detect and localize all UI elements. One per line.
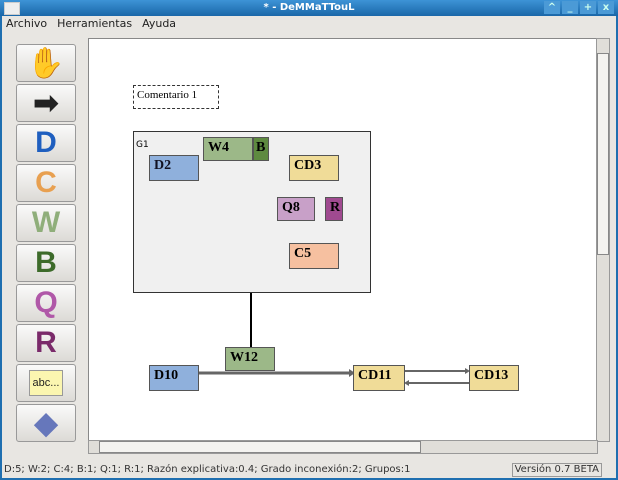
title-bar: * - DeMMaTTouL ^ _ + x — [0, 0, 618, 16]
comment-tool-button[interactable]: abc... — [16, 364, 76, 402]
node-b[interactable]: B — [253, 137, 269, 161]
node-r[interactable]: R — [325, 197, 343, 221]
vertical-scrollbar[interactable] — [596, 38, 610, 442]
shade-button[interactable]: ^ — [544, 1, 560, 14]
maximize-button[interactable]: + — [580, 1, 596, 14]
window-title: * - DeMMaTTouL — [263, 2, 355, 13]
node-cd13[interactable]: CD13 — [469, 365, 519, 391]
d-tool-icon: D — [35, 126, 57, 159]
d-tool-button[interactable]: D — [16, 124, 76, 162]
w-tool-icon: W — [31, 206, 61, 239]
arrow-tool-button[interactable]: ➡ — [16, 84, 76, 122]
status-summary: D:5; W:2; C:4; B:1; Q:1; R:1; Razón expl… — [4, 464, 411, 475]
menu-ayuda[interactable]: Ayuda — [142, 17, 177, 30]
menu-bar: Archivo Herramientas Ayuda — [2, 16, 176, 32]
node-w4[interactable]: W4 — [203, 137, 253, 161]
version-label: Versión 0.7 BETA — [511, 463, 602, 477]
eraser-tool-icon: ◆ — [34, 406, 58, 440]
comment-tool-icon: abc... — [28, 370, 64, 396]
hand-tool-button[interactable]: ✋ — [16, 44, 76, 82]
arrow-tool-icon: ➡ — [33, 86, 59, 120]
comment-box[interactable]: Comentario 1 — [133, 85, 219, 109]
node-cd11[interactable]: CD11 — [353, 365, 405, 391]
r-tool-button[interactable]: R — [16, 324, 76, 362]
node-q8[interactable]: Q8 — [277, 197, 315, 221]
b-tool-icon: B — [35, 246, 57, 279]
diagram-canvas[interactable]: Comentario 1 G1 W4 B D2 CD3 Q8 R C5 W12 … — [88, 38, 598, 442]
w-tool-button[interactable]: W — [16, 204, 76, 242]
node-cd3[interactable]: CD3 — [289, 155, 339, 181]
hand-tool-icon: ✋ — [27, 46, 65, 80]
menu-archivo[interactable]: Archivo — [6, 17, 48, 30]
b-tool-button[interactable]: B — [16, 244, 76, 282]
r-tool-icon: R — [35, 326, 57, 359]
q-tool-button[interactable]: Q — [16, 284, 76, 322]
node-c5[interactable]: C5 — [289, 243, 339, 269]
node-d2[interactable]: D2 — [149, 155, 199, 181]
node-w12[interactable]: W12 — [225, 347, 275, 371]
q-tool-icon: Q — [34, 286, 58, 319]
minimize-button[interactable]: _ — [562, 1, 578, 14]
horizontal-scrollbar[interactable] — [88, 440, 598, 454]
close-button[interactable]: x — [598, 1, 614, 14]
c-tool-icon: C — [35, 166, 57, 199]
node-d10[interactable]: D10 — [149, 365, 199, 391]
eraser-tool-button[interactable]: ◆ — [16, 404, 76, 442]
menu-herramientas[interactable]: Herramientas — [57, 17, 133, 30]
c-tool-button[interactable]: C — [16, 164, 76, 202]
group-label: G1 — [136, 140, 149, 150]
status-bar: D:5; W:2; C:4; B:1; Q:1; R:1; Razón expl… — [2, 462, 616, 478]
window-icon[interactable] — [4, 2, 20, 15]
